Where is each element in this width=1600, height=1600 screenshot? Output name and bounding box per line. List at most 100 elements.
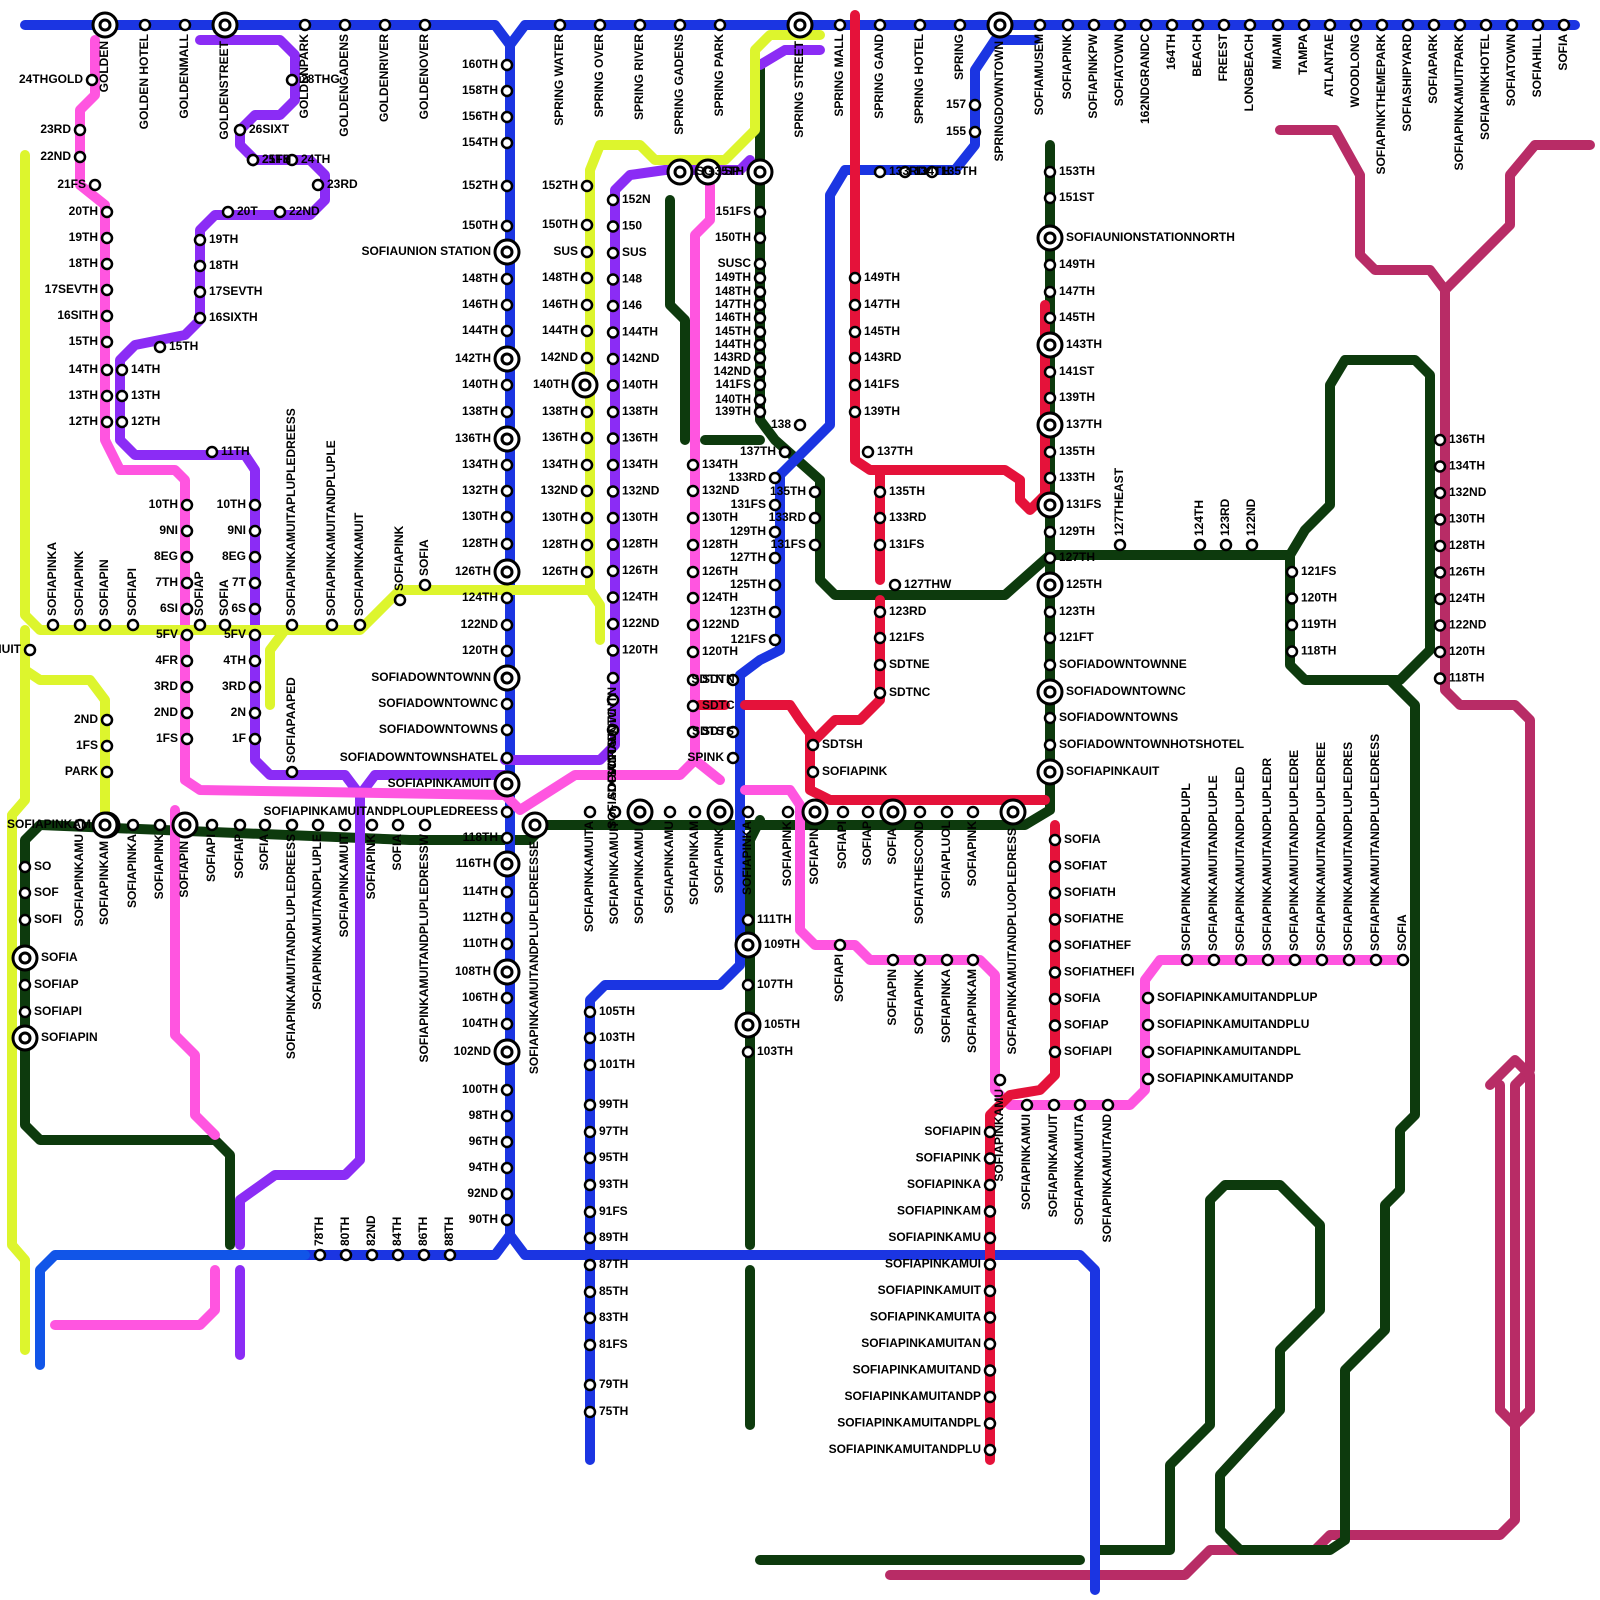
station-marker[interactable]	[250, 656, 260, 666]
station-marker[interactable]	[1325, 20, 1335, 30]
station-marker[interactable]	[102, 417, 112, 427]
station-marker[interactable]	[207, 447, 217, 457]
station-marker[interactable]	[875, 487, 885, 497]
station-marker[interactable]	[313, 180, 323, 190]
station-marker[interactable]	[985, 1366, 995, 1376]
station-marker[interactable]	[420, 20, 430, 30]
station-marker[interactable]	[367, 820, 377, 830]
station-marker[interactable]	[327, 620, 337, 630]
station-marker[interactable]	[502, 380, 512, 390]
station-marker[interactable]	[1299, 20, 1309, 30]
station-marker[interactable]	[1045, 553, 1055, 563]
station-marker[interactable]	[1115, 20, 1125, 30]
station-marker[interactable]	[1045, 167, 1055, 177]
station-marker[interactable]	[502, 221, 512, 231]
station-marker[interactable]	[1045, 740, 1055, 750]
station-marker[interactable]	[250, 500, 260, 510]
station-marker[interactable]	[755, 313, 765, 323]
station-marker[interactable]	[985, 1339, 995, 1349]
station-marker[interactable]	[770, 473, 780, 483]
station-marker[interactable]	[1481, 20, 1491, 30]
station-marker[interactable]	[985, 1313, 995, 1323]
station-marker[interactable]	[502, 512, 512, 522]
station-marker[interactable]	[502, 646, 512, 656]
station-marker[interactable]	[1435, 594, 1445, 604]
station-marker[interactable]	[608, 646, 618, 656]
station-marker[interactable]	[582, 407, 592, 417]
station-marker[interactable]	[585, 1380, 595, 1390]
station-marker[interactable]	[20, 1007, 30, 1017]
station-marker[interactable]	[808, 767, 818, 777]
station-marker[interactable]	[585, 1340, 595, 1350]
station-marker[interactable]	[340, 820, 350, 830]
station-marker[interactable]	[1050, 1047, 1060, 1057]
station-marker[interactable]	[585, 1207, 595, 1217]
station-marker[interactable]	[863, 447, 873, 457]
station-marker[interactable]	[608, 195, 618, 205]
station-marker[interactable]	[195, 287, 205, 297]
station-marker[interactable]	[585, 1233, 595, 1243]
station-marker[interactable]	[117, 417, 127, 427]
station-marker[interactable]	[608, 540, 618, 550]
station-marker[interactable]	[502, 725, 512, 735]
station-marker[interactable]	[300, 20, 310, 30]
station-marker[interactable]	[875, 660, 885, 670]
station-marker[interactable]	[367, 1250, 377, 1260]
station-marker[interactable]	[1143, 1047, 1153, 1057]
station-marker[interactable]	[555, 20, 565, 30]
station-marker[interactable]	[755, 367, 765, 377]
station-marker[interactable]	[942, 955, 952, 965]
station-marker[interactable]	[1045, 633, 1055, 643]
station-marker[interactable]	[890, 580, 900, 590]
station-marker[interactable]	[1221, 540, 1231, 550]
station-marker[interactable]	[582, 247, 592, 257]
station-marker[interactable]	[182, 708, 192, 718]
station-marker[interactable]	[1247, 540, 1257, 550]
station-marker[interactable]	[1050, 862, 1060, 872]
station-marker[interactable]	[117, 365, 127, 375]
station-marker[interactable]	[582, 567, 592, 577]
station-marker[interactable]	[1045, 713, 1055, 723]
station-marker[interactable]	[275, 207, 285, 217]
station-marker[interactable]	[419, 1250, 429, 1260]
station-marker[interactable]	[850, 300, 860, 310]
station-marker[interactable]	[915, 807, 925, 817]
station-marker[interactable]	[595, 20, 605, 30]
station-marker[interactable]	[102, 767, 112, 777]
station-marker[interactable]	[608, 460, 618, 470]
station-marker[interactable]	[1115, 540, 1125, 550]
station-marker[interactable]	[207, 820, 217, 830]
station-marker[interactable]	[1219, 20, 1229, 30]
station-marker[interactable]	[502, 539, 512, 549]
station-marker[interactable]	[985, 1392, 995, 1402]
station-marker[interactable]	[915, 955, 925, 965]
station-marker[interactable]	[502, 181, 512, 191]
station-marker[interactable]	[502, 833, 512, 843]
station-marker[interactable]	[1287, 594, 1297, 604]
station-marker[interactable]	[608, 328, 618, 338]
station-marker[interactable]	[250, 578, 260, 588]
station-marker[interactable]	[1050, 888, 1060, 898]
station-marker[interactable]	[995, 1075, 1005, 1085]
station-marker[interactable]	[182, 552, 192, 562]
station-marker[interactable]	[1045, 660, 1055, 670]
station-marker[interactable]	[688, 593, 698, 603]
station-marker[interactable]	[970, 100, 980, 110]
station-marker[interactable]	[1045, 447, 1055, 457]
station-marker[interactable]	[100, 620, 110, 630]
station-marker[interactable]	[970, 127, 980, 137]
station-marker[interactable]	[985, 1419, 995, 1429]
station-marker[interactable]	[888, 955, 898, 965]
station-marker[interactable]	[755, 287, 765, 297]
station-marker[interactable]	[1245, 20, 1255, 30]
station-marker[interactable]	[585, 1060, 595, 1070]
station-marker[interactable]	[582, 353, 592, 363]
station-marker[interactable]	[502, 1111, 512, 1121]
station-marker[interactable]	[743, 915, 753, 925]
station-marker[interactable]	[582, 300, 592, 310]
station-marker[interactable]	[810, 540, 820, 550]
station-marker[interactable]	[608, 566, 618, 576]
station-marker[interactable]	[1050, 994, 1060, 1004]
station-marker[interactable]	[1075, 1100, 1085, 1110]
station-marker[interactable]	[1435, 541, 1445, 551]
